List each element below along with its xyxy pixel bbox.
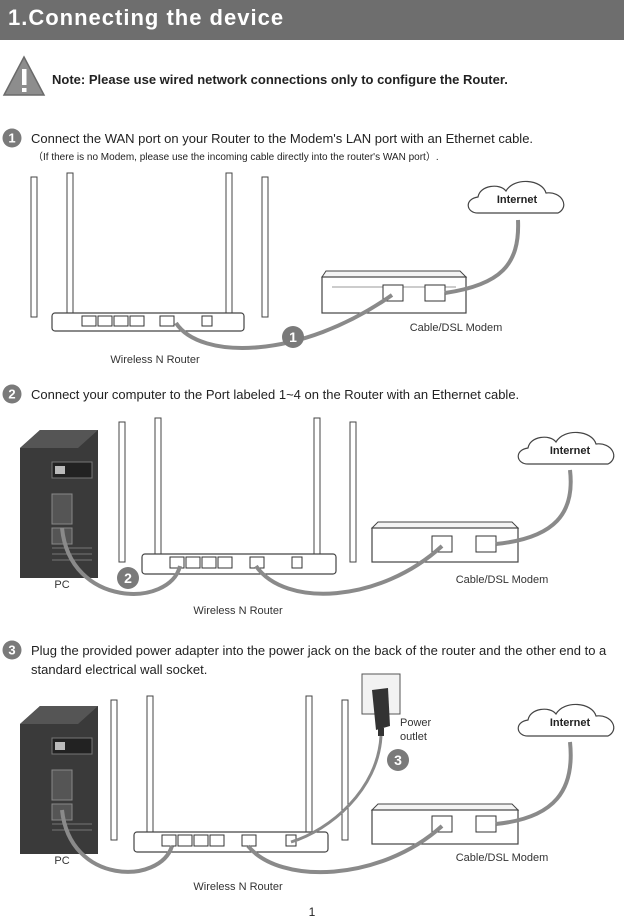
wan-cable: [174, 293, 394, 350]
router: Wireless N Router: [118, 417, 357, 617]
internet-cable: [495, 741, 573, 826]
internet-cloud: Internet: [467, 180, 565, 214]
pc-tower: PC: [20, 706, 98, 867]
diagram-step-2: PC Internet Cable/DSL Modem Wireless N R…: [20, 417, 615, 617]
diagram-step-3: Power outlet PC Internet Cable/DSL Modem: [20, 673, 615, 893]
step-2-text: Connect your computer to the Port labele…: [31, 387, 520, 402]
router: Wireless N Router: [110, 695, 349, 893]
pc-label: PC: [54, 579, 69, 591]
router-lan-port-1: [169, 556, 185, 569]
pc-cable: [60, 527, 182, 596]
wan-cable: [254, 544, 444, 596]
step-1-callout-badge-icon: 1: [282, 326, 304, 348]
internet-label: Internet: [497, 194, 538, 206]
page-number: 1: [308, 905, 316, 919]
section-header: 1.Connecting the device: [0, 0, 624, 40]
internet-label: Internet: [550, 717, 591, 729]
warning-icon: [2, 55, 46, 96]
modem: Cable/DSL Modem: [321, 270, 503, 334]
router: Wireless N Router: [30, 172, 269, 366]
section-title: 1.Connecting the device: [8, 5, 285, 30]
step-2-badge-icon: 2: [2, 384, 22, 404]
router-label: Wireless N Router: [110, 354, 200, 366]
step-1-text: Connect the WAN port on your Router to t…: [31, 131, 534, 146]
pc-cable: [60, 809, 174, 874]
wan-cable: [246, 824, 444, 875]
internet-cloud: Internet: [517, 431, 615, 465]
step-2-callout-number: 2: [124, 570, 132, 586]
power-outlet-label-line2: outlet: [400, 731, 427, 743]
modem-label: Cable/DSL Modem: [410, 322, 503, 334]
step-1-number: 1: [8, 131, 15, 146]
step-3-callout-badge-icon: 3: [387, 749, 409, 771]
modem-wan-port: [424, 284, 446, 302]
power-outlet: Power outlet: [361, 673, 432, 743]
modem-label: Cable/DSL Modem: [456, 574, 549, 586]
power-outlet-label-line1: Power: [400, 717, 432, 729]
router-label: Wireless N Router: [193, 881, 283, 893]
step-2-callout-badge-icon: 2: [117, 567, 139, 589]
internet-label: Internet: [550, 445, 591, 457]
modem-wan-port: [475, 535, 497, 553]
modem-label: Cable/DSL Modem: [456, 852, 549, 864]
router-label: Wireless N Router: [193, 605, 283, 617]
step-2-number: 2: [8, 387, 15, 402]
step-3-callout-number: 3: [394, 752, 402, 768]
modem: Cable/DSL Modem: [370, 803, 549, 864]
note-text: Note: Please use wired network connectio…: [52, 72, 508, 87]
internet-cable: [444, 219, 521, 295]
note-banner: Note: Please use wired network connectio…: [0, 55, 624, 99]
step-1-badge-icon: 1: [2, 128, 22, 148]
step-3-badge-icon: 3: [2, 640, 22, 660]
diagram-step-1: Internet Cable/DSL Modem Wireless N Rout…: [30, 172, 565, 366]
step-1-callout-number: 1: [289, 329, 297, 345]
step-1-subtext: （If there is no Modem, please use the in…: [33, 152, 439, 163]
power-cable: [290, 735, 383, 844]
pc-tower: PC: [20, 430, 98, 591]
internet-cloud: Internet: [517, 703, 615, 737]
internet-cable: [495, 469, 573, 546]
router-wan-port: [159, 315, 175, 327]
step-3-text: Plug the provided power adapter into the…: [31, 643, 607, 677]
modem: Cable/DSL Modem: [370, 521, 549, 586]
step-3-number: 3: [8, 643, 15, 658]
pc-label: PC: [54, 855, 69, 867]
